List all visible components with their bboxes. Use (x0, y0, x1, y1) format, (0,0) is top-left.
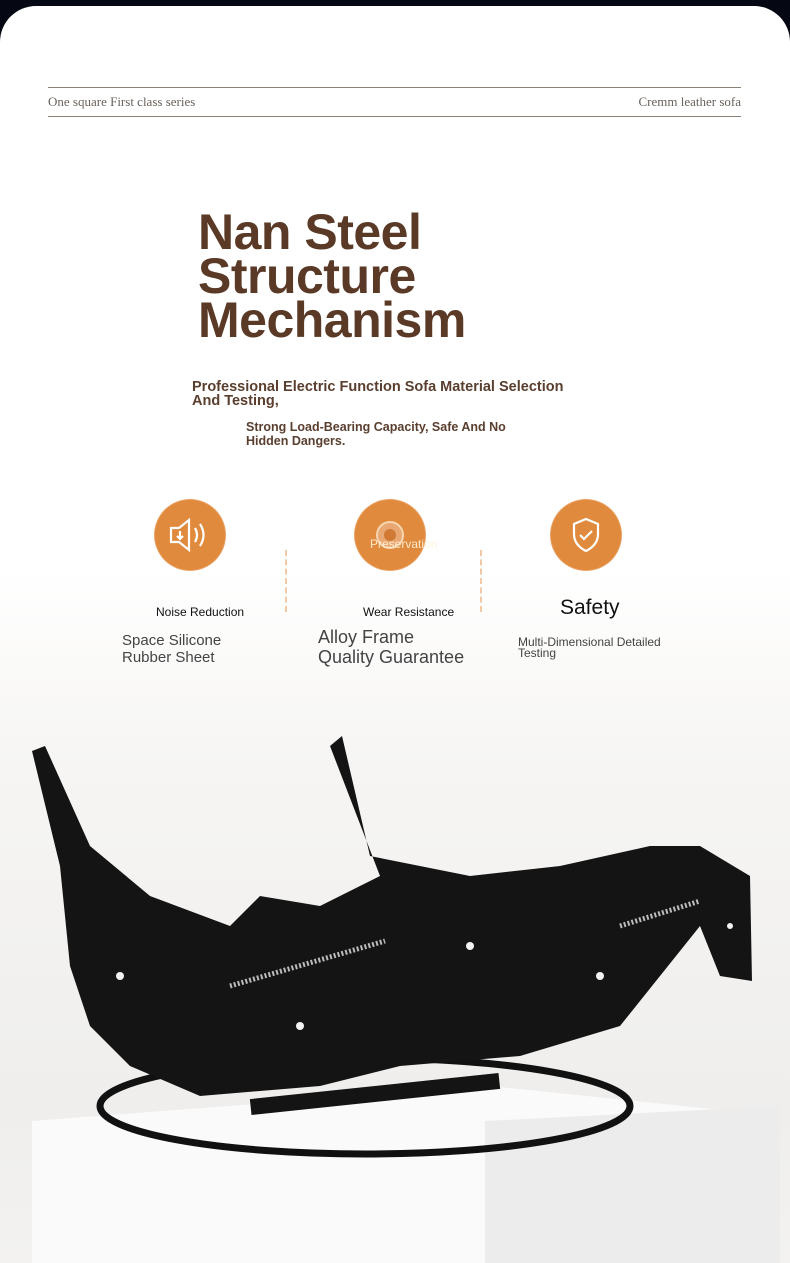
speaker-icon (155, 500, 225, 570)
title-line: Structure (198, 248, 416, 304)
desc-line: Space Silicone (122, 632, 222, 649)
desc-line: Multi-Dimensional Detailed (518, 635, 661, 649)
shield-check-icon (551, 500, 621, 570)
mechanism-image (32, 736, 780, 1263)
feature-desc: Alloy Frame Quality Guarantee (318, 627, 464, 667)
product-page: One square First class series Cremm leat… (0, 6, 790, 1263)
divider (480, 550, 482, 612)
subtitle-secondary: Strong Load-Bearing Capacity, Safe And N… (246, 420, 506, 448)
divider (48, 87, 741, 88)
product-label: Cremm leather sofa (638, 94, 741, 109)
desc-line: Rubber Sheet (122, 649, 215, 666)
page-title: Nan Steel Structure Mechanism (198, 204, 466, 348)
title-line: Mechanism (198, 292, 466, 348)
feature-label: Wear Resistance (363, 605, 455, 619)
feature-desc: Multi-Dimensional Detailed Testing (518, 635, 661, 660)
preservation-overlay: Preservation (370, 537, 438, 551)
title-line: Nan Steel (198, 204, 422, 260)
divider (285, 550, 287, 612)
feature-desc: Space Silicone Rubber Sheet (122, 632, 221, 666)
series-label: One square First class series (48, 94, 196, 109)
feature-label: Noise Reduction (156, 605, 245, 619)
feature-label: Safety (560, 596, 620, 619)
desc-line: Testing (518, 646, 557, 660)
desc-line: Quality Guarantee (318, 647, 465, 667)
desc-line: Alloy Frame (318, 627, 415, 647)
divider (48, 116, 741, 117)
preservation-icon (355, 500, 425, 570)
subtitle: Professional Electric Function Sofa Mate… (192, 379, 564, 409)
